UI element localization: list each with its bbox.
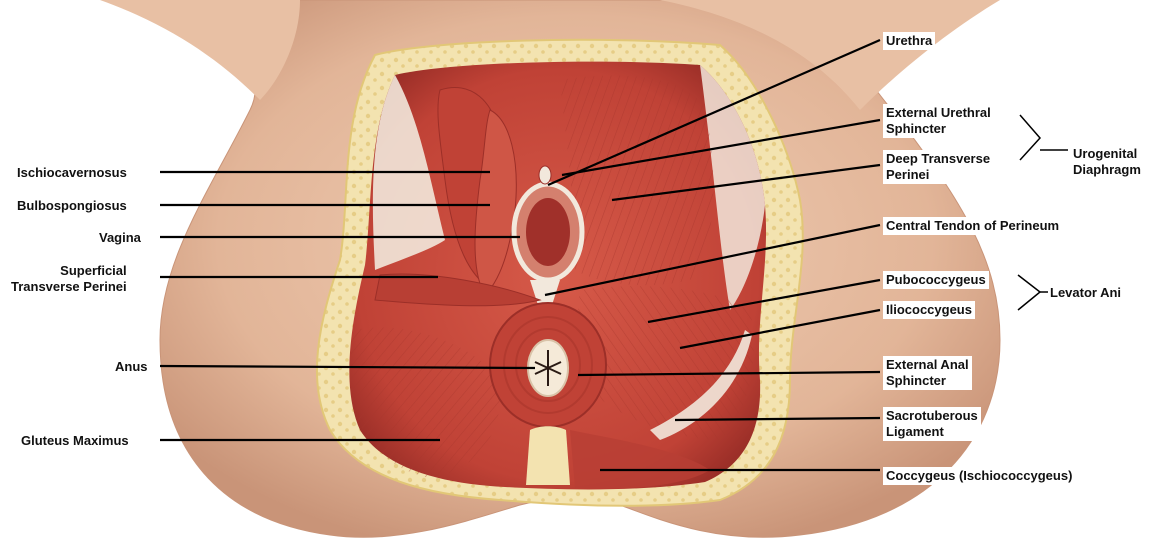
label-levator-ani: Levator Ani [1050,285,1121,301]
coccyx-tip [526,426,570,485]
label-sacrotuberous-line2: Ligament [886,424,978,440]
label-anus: Anus [112,358,151,376]
label-external-urethral-line2: Sphincter [886,121,991,137]
label-gluteus-maximus: Gluteus Maximus [18,432,132,450]
label-external-anal-line1: External Anal [886,357,969,373]
label-superficial-line1: Superficial [11,263,127,279]
label-sacrotuberous-line1: Sacrotuberous [886,408,978,424]
label-coccygeus: Coccygeus (Ischiococcygeus) [883,467,1075,485]
label-vagina: Vagina [96,229,144,247]
label-urogenital-line1: Urogenital [1073,146,1141,162]
label-urethra: Urethra [883,32,935,50]
label-pubococcygeus: Pubococcygeus [883,271,989,289]
urethra-opening [539,166,551,184]
label-urogenital-line2: Diaphragm [1073,162,1141,178]
label-external-urethral-sphincter: External Urethral Sphincter [883,104,994,138]
label-deep-transverse-line1: Deep Transverse [886,151,990,167]
group-brackets [1018,115,1068,310]
label-external-anal-sphincter: External Anal Sphincter [883,356,972,390]
label-sacrotuberous-ligament: Sacrotuberous Ligament [883,407,981,441]
label-external-urethral-line1: External Urethral [886,105,991,121]
label-urogenital-diaphragm: Urogenital Diaphragm [1073,146,1141,178]
label-deep-transverse-perinei: Deep Transverse Perinei [883,150,993,184]
label-iliococcygeus: Iliococcygeus [883,301,975,319]
deep-transverse-perinei [560,75,713,285]
label-external-anal-line2: Sphincter [886,373,969,389]
label-ischiocavernosus: Ischiocavernosus [14,164,130,182]
label-central-tendon: Central Tendon of Perineum [883,217,1062,235]
label-bulbospongiosus: Bulbospongiosus [14,197,130,215]
top-left-skin [100,0,300,100]
label-superficial-line2: Transverse Perinei [11,279,127,295]
label-superficial-transverse-perinei: Superficial Transverse Perinei [8,262,130,296]
label-deep-transverse-line2: Perinei [886,167,990,183]
